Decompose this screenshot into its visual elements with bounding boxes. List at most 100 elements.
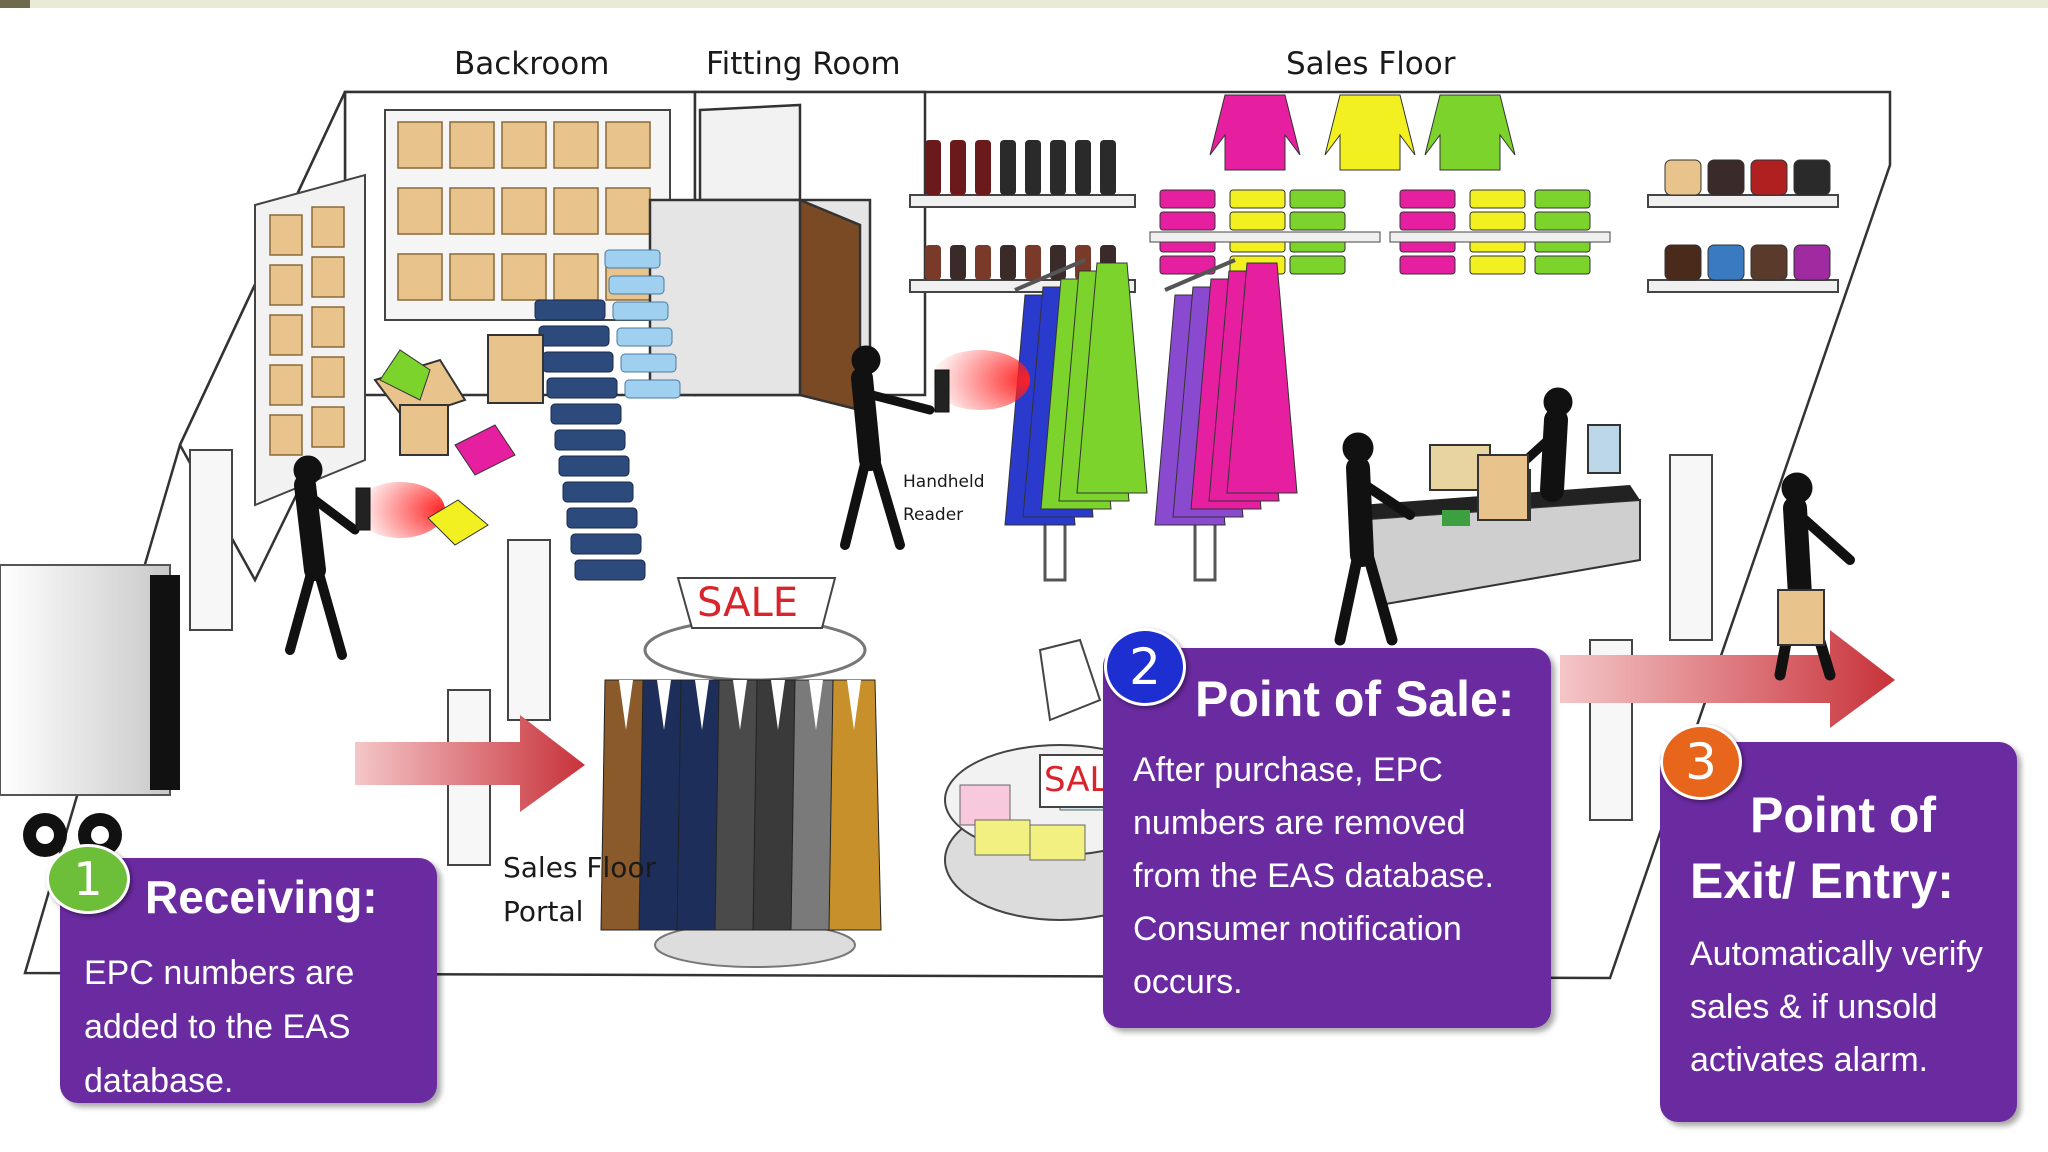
- label-sales-floor-portal: Sales Floor Portal: [503, 846, 656, 934]
- handbag: [1793, 159, 1831, 196]
- folded-jeans: [538, 325, 610, 347]
- storage-box: [311, 356, 345, 398]
- step-exit-title-line2: Exit/ Entry:: [1690, 853, 1954, 909]
- label-handheld-line2: Reader: [903, 505, 964, 525]
- label-backroom: Backroom: [454, 46, 610, 82]
- storage-box: [311, 256, 345, 298]
- hanging-shirt: [1209, 94, 1301, 171]
- folded-shirt: [608, 275, 665, 295]
- dress-rack-green: [1004, 258, 1148, 582]
- step-2-badge: 2: [1104, 628, 1186, 706]
- label-fitting-room: Fitting Room: [706, 46, 901, 82]
- sale-sign-table: [1039, 754, 1111, 808]
- handbag: [1750, 159, 1788, 196]
- customer-exit: [1774, 472, 1855, 681]
- storage-box: [501, 121, 547, 169]
- boot: [950, 140, 966, 195]
- step-exit-title-line1: Point of: [1750, 787, 1937, 843]
- step-exit-line3: activates alarm.: [1690, 1041, 1929, 1079]
- checkout-bag: [1477, 454, 1529, 521]
- worker-handheld: [840, 345, 950, 550]
- handbag: [1707, 244, 1745, 281]
- backroom-items: [373, 334, 544, 546]
- handbag-shelf: [1647, 159, 1839, 293]
- folded-jeans: [570, 533, 642, 555]
- folded-shirt: [1229, 189, 1286, 209]
- hanging-shirt: [1324, 94, 1416, 171]
- round-suit-rack: [600, 618, 882, 968]
- folded-shirt: [1399, 255, 1456, 275]
- storage-box: [449, 187, 495, 235]
- folded-jeans: [554, 429, 626, 451]
- folded-jeans: [546, 377, 618, 399]
- storage-box: [269, 414, 303, 456]
- shoe: [950, 245, 966, 280]
- handbag: [1664, 159, 1702, 196]
- worker-backroom: [285, 455, 371, 660]
- label-portal-line1: Sales Floor: [503, 851, 657, 884]
- step-pos-body: After purchase, EPC numbers are removed …: [1133, 744, 1494, 1009]
- top-accent-bar: [0, 0, 2048, 8]
- step-exit-entry-box: Point of Exit/ Entry: Automatically veri…: [1660, 742, 2017, 1122]
- storage-box: [269, 314, 303, 356]
- folded-shirt: [1399, 189, 1456, 209]
- folded-jeans: [534, 299, 606, 321]
- storage-box: [269, 364, 303, 406]
- handbag: [1664, 244, 1702, 281]
- folded-shirt: [1289, 211, 1346, 231]
- handbag: [1707, 159, 1745, 196]
- folded-shirt: [604, 249, 661, 269]
- scan-beam-handheld: [930, 350, 1030, 410]
- storage-box: [449, 253, 495, 301]
- dress-rack-magenta: [1154, 258, 1298, 582]
- shelf: [1149, 231, 1381, 243]
- step-pos-line2: numbers are removed: [1133, 804, 1466, 842]
- step-exit-line2: sales & if unsold: [1690, 988, 1938, 1026]
- step-1-badge: 1: [46, 844, 130, 914]
- step-3-badge: 3: [1660, 724, 1742, 800]
- folded-shirt: [1289, 189, 1346, 209]
- folded-shirt: [1534, 255, 1591, 275]
- shoe: [1000, 245, 1016, 280]
- top-accent-corner: [0, 0, 30, 8]
- shoe: [925, 245, 941, 280]
- handbag: [1793, 244, 1831, 281]
- sale-tag-text: SALE: [1044, 760, 1108, 800]
- folded-shirt: [620, 353, 677, 373]
- storage-box: [553, 187, 599, 235]
- handbag: [1750, 244, 1788, 281]
- shoe-shelf: [909, 140, 1136, 293]
- shirt-collar: [657, 680, 671, 730]
- step-receiving-line1: EPC numbers are: [84, 954, 355, 992]
- folded-jeans: [550, 403, 622, 425]
- shirt-collar: [771, 680, 785, 730]
- folded-shirt: [1159, 211, 1216, 231]
- shirt-collar: [809, 680, 823, 730]
- hanging-dress: [1076, 262, 1148, 494]
- boot: [1075, 140, 1091, 195]
- step-pos-line3: from the EAS database.: [1133, 857, 1494, 895]
- shirt-collar: [733, 680, 747, 730]
- storage-box: [311, 306, 345, 348]
- storage-box: [605, 187, 651, 235]
- folded-shirt: [612, 301, 669, 321]
- jeans-display: [534, 249, 681, 581]
- folded-jeans: [542, 351, 614, 373]
- scan-beam-backroom: [355, 482, 445, 538]
- folded-shirt: [1469, 189, 1526, 209]
- folded-shirt: [616, 327, 673, 347]
- shirt-wall-display: [1149, 94, 1611, 275]
- boot: [975, 140, 991, 195]
- storage-box: [269, 214, 303, 256]
- portal-arrow-left: [355, 715, 585, 812]
- folded-jeans: [562, 481, 634, 503]
- folded-shirt: [1534, 211, 1591, 231]
- label-handheld-reader: Handheld Reader: [903, 466, 985, 532]
- step-exit-line1: Automatically verify: [1690, 935, 1983, 973]
- boot: [1050, 140, 1066, 195]
- storage-box: [311, 206, 345, 248]
- storage-box: [449, 121, 495, 169]
- boot: [925, 140, 941, 195]
- step-pos-line4: Consumer notification: [1133, 910, 1462, 948]
- step-receiving-box: Receiving: EPC numbers are added to the …: [60, 858, 437, 1103]
